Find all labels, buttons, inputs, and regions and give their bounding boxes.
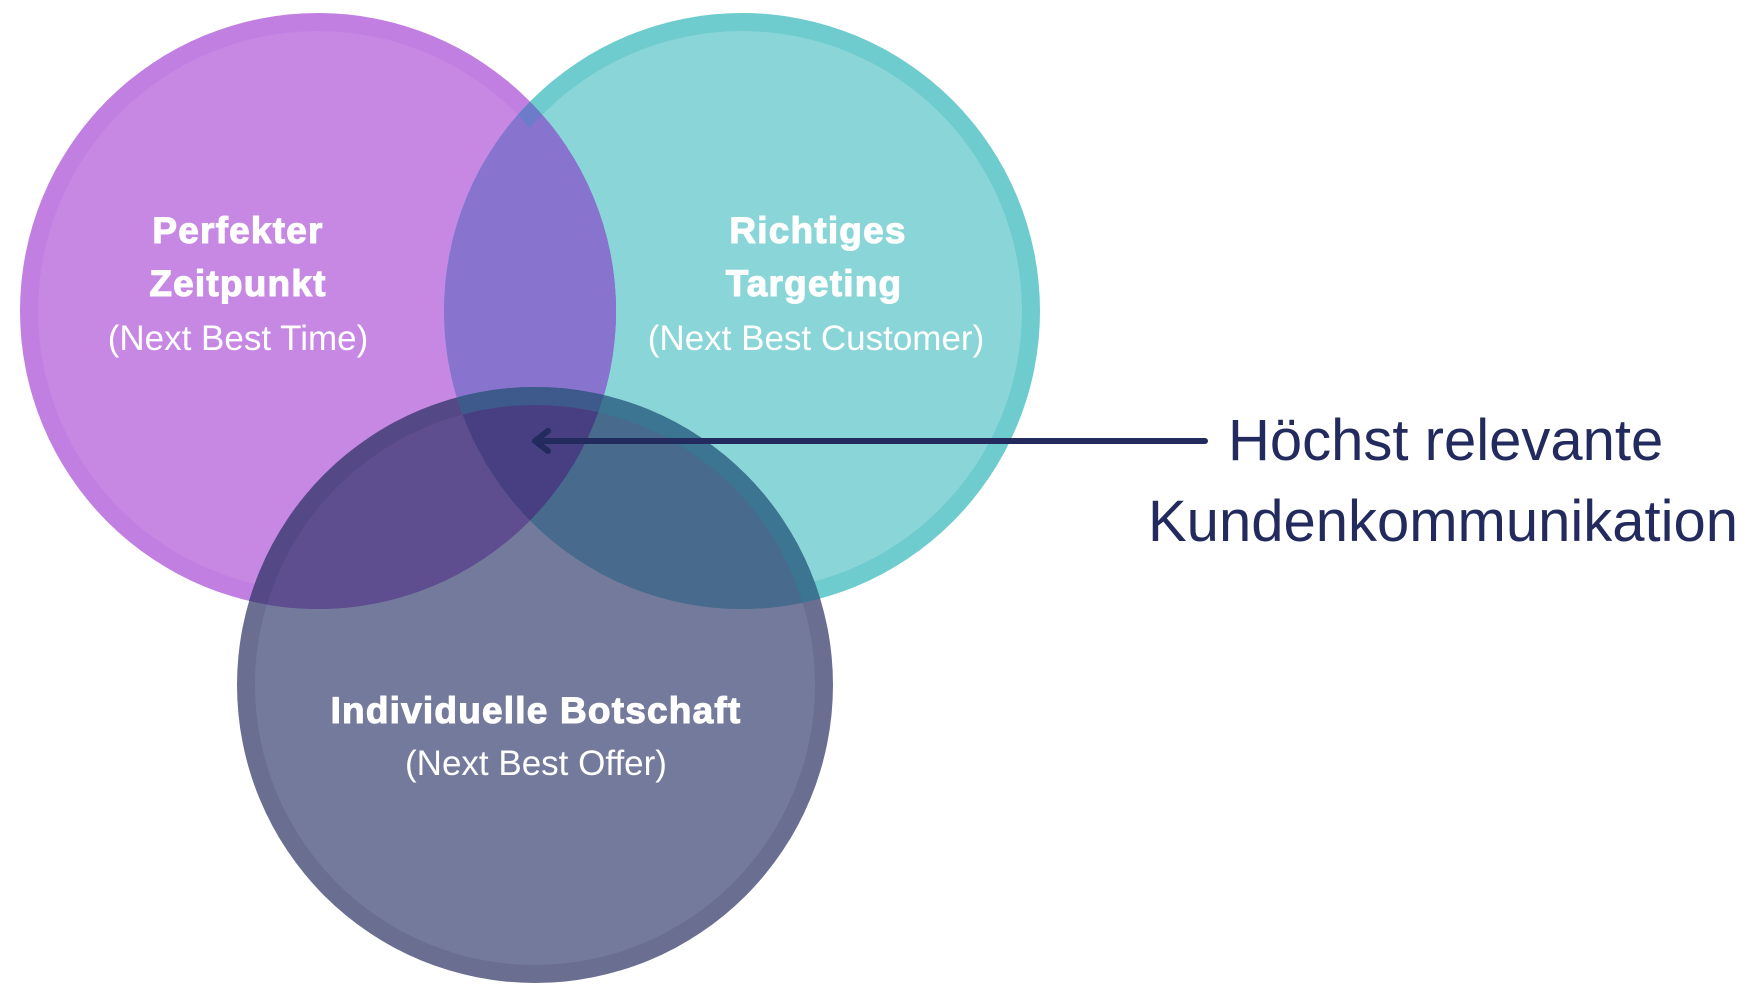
callout-line-1: Höchst relevante <box>1228 408 1663 473</box>
time-subtitle: (Next Best Time) <box>108 319 369 358</box>
callout-arrow <box>532 428 1208 454</box>
offer-subtitle: (Next Best Offer) <box>405 744 667 783</box>
customer-title-line-2: Targeting <box>726 263 903 304</box>
callout-line-2: Kundenkommunikation <box>1148 489 1738 554</box>
time-title-line-2: Zeitpunkt <box>149 263 326 304</box>
customer-title-line-1: Richtiges <box>729 210 906 251</box>
customer-subtitle: (Next Best Customer) <box>648 319 984 358</box>
offer-title: Individuelle Botschaft <box>331 690 742 731</box>
arrow-head-icon <box>532 428 551 454</box>
time-title-line-1: Perfekter <box>152 210 323 251</box>
